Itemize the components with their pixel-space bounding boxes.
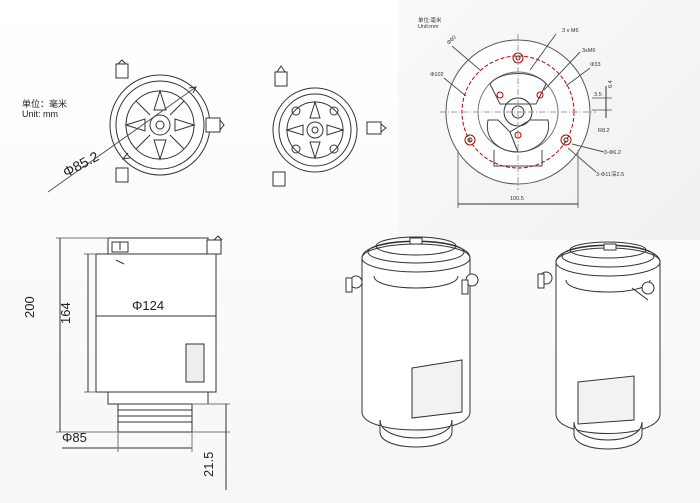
tech-label-m6-mid: 3xM6 (582, 48, 596, 54)
tech-label-d11: 3-Φ11深2.5 (596, 172, 625, 178)
tech-unit-en: Unit:mm (418, 24, 439, 30)
unit-label-en: Unit: mm (22, 109, 58, 119)
tech-label-d102: Φ102 (430, 72, 444, 78)
tech-drawing (440, 33, 612, 208)
tech-label-dim-3-5: 3.5 (594, 92, 602, 98)
front-view-left (47, 59, 225, 193)
tech-unit-cn: 单位:毫米 (418, 18, 442, 24)
side-view (56, 235, 230, 490)
isometric-view-1 (345, 236, 479, 448)
front-view-middle (272, 65, 387, 187)
tech-label-d6-2: 3-Φ6.2 (604, 150, 621, 156)
dimension-height-total: 200 (22, 296, 37, 318)
tech-label-width: 100.5 (510, 196, 524, 202)
unit-label-cn: 单位：毫米 (22, 99, 68, 109)
tech-label-r8-2: R8.2 (598, 128, 610, 134)
dimension-body-diameter: Φ124 (132, 298, 165, 313)
tech-label-m6-top: 3 x M6 (562, 28, 579, 34)
tech-label-d33: Φ33 (590, 62, 601, 68)
dimension-height-body: 164 (58, 302, 73, 324)
dimension-base-height: 21.5 (201, 451, 216, 477)
dimension-base-diameter: Φ85 (62, 430, 87, 445)
tech-label-dim-6-4: 6.4 (608, 80, 614, 88)
isometric-view-2 (537, 241, 661, 450)
